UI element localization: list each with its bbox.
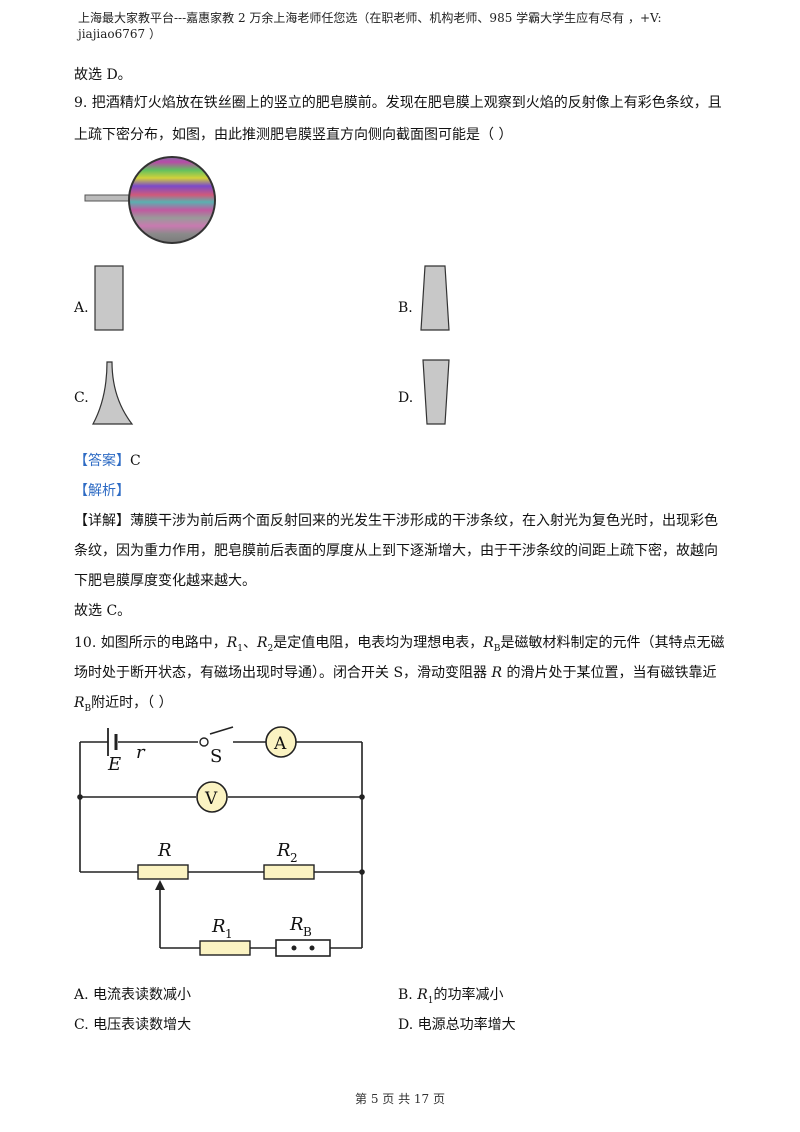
q10-rb-sub-2: B <box>84 703 92 714</box>
rb-dot-1 <box>291 945 297 951</box>
q10-r1-sub: 1 <box>237 643 243 654</box>
q9-option-b-label: B. <box>398 300 413 316</box>
page-header: 上海最大家教平台---嘉惠家教 2 万余上海老师任您选（在职老师、机构老师、98… <box>78 10 728 42</box>
q10-option-b-prefix: B. <box>398 987 418 1003</box>
q9-option-c-shape <box>91 361 134 425</box>
junction-left-top <box>77 794 83 800</box>
detail-tag: 【详解】 <box>74 513 130 529</box>
label-r1: R <box>211 916 226 937</box>
q9-detail-text1: 薄膜干涉为前后两个面反射回来的光发生干涉形成的干涉条纹，在入射光为复色光时，出现… <box>130 513 718 529</box>
label-r2: R <box>276 840 291 861</box>
q10-rb-symbol-2: R <box>74 695 85 711</box>
q9-answer: C <box>130 453 141 469</box>
slider-arrow <box>155 880 165 890</box>
q10-text-line1: 10. 如图所示的电路中，R1、R2是定值电阻，电表均为理想电表，RB是磁敏材料… <box>74 632 734 660</box>
soap-film-figure <box>84 156 216 244</box>
q10-line2-b: 的滑片处于某位置，当有磁铁靠近 <box>502 665 717 681</box>
junction-right-top <box>359 794 365 800</box>
q10-number: 10. <box>74 635 97 651</box>
switch-contact <box>199 737 209 747</box>
q10-option-a: A. 电流表读数减小 <box>74 987 192 1003</box>
label-r1-sub: 1 <box>225 927 233 941</box>
junction-right-mid <box>359 869 365 875</box>
q9-option-d-label: D. <box>398 390 414 406</box>
q9-answer-line: 【答案】C <box>74 450 734 472</box>
q10-text-line2: 场时处于断开状态，有磁场出现时导通）。闭合开关 S，滑动变阻器 R 的滑片处于某… <box>74 662 734 684</box>
q10-line2-a: 场时处于断开状态，有磁场出现时导通）。闭合开关 S，滑动变阻器 <box>74 665 492 681</box>
previous-answer: 故选 D。 <box>74 67 132 83</box>
q10-r2-sub: 2 <box>267 643 274 654</box>
q9-option-c-label: C. <box>74 390 89 406</box>
q10-option-d: D. 电源总功率增大 <box>398 1017 516 1033</box>
q9-text-line1: 9. 把酒精灯火焰放在铁丝圈上的竖立的肥皂膜前。发现在肥皂膜上观察到火焰的反射像… <box>74 95 722 111</box>
analysis-tag: 【解析】 <box>74 483 130 499</box>
label-rheostat: R <box>157 840 172 861</box>
ammeter <box>265 726 297 758</box>
q10-text-c: 是磁敏材料制定的元件（其特点无磁 <box>500 635 725 651</box>
resistor-r1 <box>199 940 251 956</box>
q10-r1-symbol: R <box>226 635 238 651</box>
label-rb: R <box>289 914 304 935</box>
header-line-1: 上海最大家教平台---嘉惠家教 2 万余上海老师任您选（在职老师、机构老师、98… <box>78 11 662 25</box>
q10-rb-sub: B <box>493 643 501 654</box>
header-line-2: jiajiao6767 ） <box>78 27 162 41</box>
q10-option-b-sub: 1 <box>427 995 434 1006</box>
q9-option-a-shape <box>94 265 124 331</box>
label-s: S <box>210 746 222 767</box>
q10-text-a: 如图所示的电路中， <box>100 635 227 651</box>
resistor-r2 <box>263 864 315 880</box>
label-e: E <box>107 754 121 775</box>
q10-sep: 、 <box>243 635 257 651</box>
q9-option-a-label: A. <box>74 300 89 316</box>
page-footer: 第 5 页 共 17 页 <box>355 1092 445 1106</box>
q10-r-symbol: R <box>491 665 503 681</box>
rb-dot-2 <box>309 945 315 951</box>
answer-tag: 【答案】 <box>74 453 130 469</box>
rheostat-r <box>137 864 189 880</box>
q9-detail-line3: 下肥皂膜厚度变化越来越大。 <box>74 573 256 589</box>
label-a: A <box>273 734 287 754</box>
q10-text-b: 是定值电阻，电表均为理想电表， <box>273 635 484 651</box>
q9-detail-line2: 条纹，因为重力作用，肥皂膜前后表面的厚度从上到下逐渐增大，由于干涉条纹的间距上疏… <box>74 543 718 559</box>
q9-option-b-shape <box>420 265 450 331</box>
q10-rb-symbol: R <box>483 635 494 651</box>
q10-option-c: C. 电压表读数增大 <box>74 1017 192 1033</box>
q9-text-line2: 上疏下密分布，如图，由此推测肥皂膜竖直方向侧向截面图可能是（ ） <box>74 127 513 143</box>
q10-text-line3: RB附近时，（ ） <box>74 692 734 720</box>
label-rb-sub: B <box>303 925 312 939</box>
magnetic-element-rb <box>275 939 331 957</box>
voltmeter <box>196 781 228 813</box>
q10-r2-symbol: R <box>257 635 268 651</box>
q10-option-b-text: 的功率减小 <box>433 987 504 1003</box>
label-r2-sub: 2 <box>290 851 298 865</box>
circuit-diagram: E r S A V R R 2 R 1 R B <box>77 726 365 957</box>
label-r-internal: r <box>136 742 146 763</box>
q9-detail-line1: 【详解】薄膜干涉为前后两个面反射回来的光发生干涉形成的干涉条纹，在入射光为复色光… <box>74 510 734 532</box>
label-v: V <box>204 789 218 809</box>
q10-option-b: B. R1的功率减小 <box>398 984 503 1006</box>
q9-conclusion: 故选 C。 <box>74 603 132 619</box>
q10-option-b-r: R <box>417 987 428 1003</box>
q10-line3-b: 附近时，（ ） <box>91 695 173 711</box>
q9-option-d-shape <box>422 359 450 425</box>
